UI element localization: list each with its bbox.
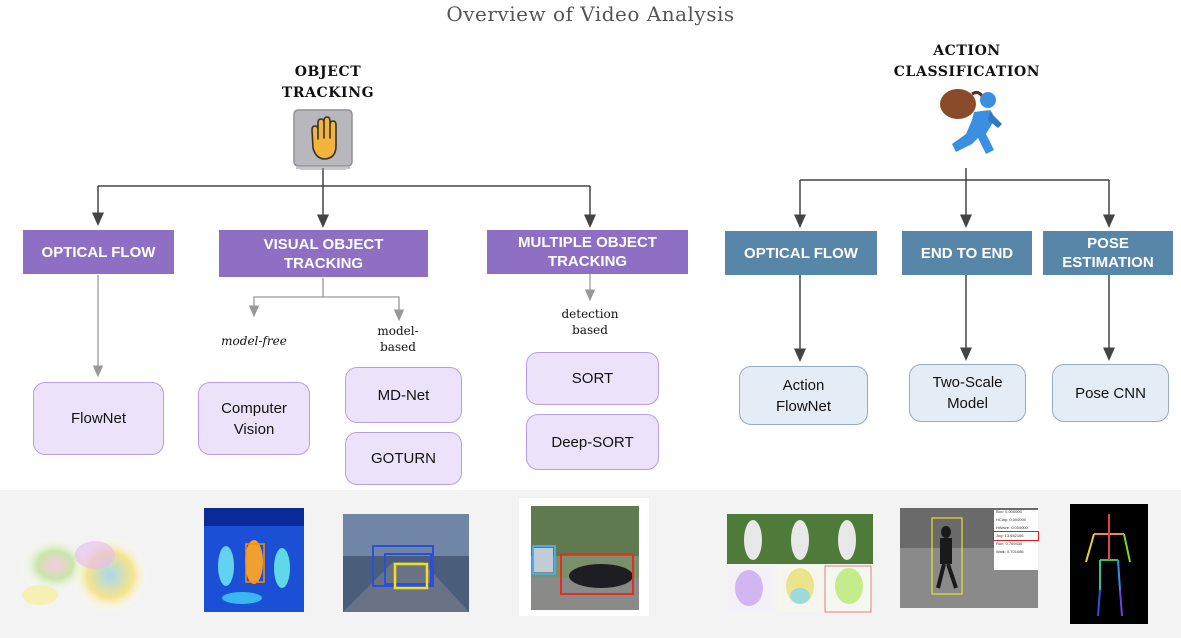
leaf-deep-sort: Deep-SORT	[526, 414, 659, 470]
sort-example-image	[519, 498, 649, 616]
header-visual-object-tracking: VISUAL OBJECT TRACKING	[219, 230, 428, 277]
action-flownet-example-image	[725, 514, 875, 614]
header-pose-estimation: POSE ESTIMATION	[1043, 231, 1173, 275]
flownet-example-image	[10, 520, 150, 620]
hand-icon	[292, 108, 354, 171]
action-scores-table: Box: 0.000000 HClap: 0.000000 HWave: 0.0…	[993, 508, 1039, 556]
header-end-to-end: END TO END	[902, 231, 1032, 275]
diagram-title: Overview of Video Analysis	[446, 2, 735, 26]
leaf-sort: SORT	[526, 352, 659, 405]
note-detection-based: detection based	[561, 307, 619, 337]
leaf-pose-cnn: Pose CNN	[1052, 364, 1169, 422]
header-optical-flow-tracking: OPTICAL FLOW	[23, 230, 174, 274]
action-classification-title: ACTION CLASSIFICATION	[893, 43, 1041, 80]
leaf-md-net: MD-Net	[345, 367, 462, 423]
street-tracking-example-image	[343, 514, 469, 612]
leaf-goturn: GOTURN	[345, 432, 462, 485]
header-optical-flow-action: OPTICAL FLOW	[725, 231, 877, 275]
note-model-free: model-free	[221, 334, 287, 348]
header-multiple-object-tracking: MULTIPLE OBJECT TRACKING	[487, 230, 688, 274]
note-model-based: model- based	[377, 324, 419, 354]
leaf-flownet: FlowNet	[33, 382, 164, 455]
object-tracking-title: OBJECT TRACKING	[281, 64, 375, 101]
two-scale-model-example-image: Box: 0.000000 HClap: 0.000000 HWave: 0.0…	[900, 508, 1039, 608]
leaf-two-scale-model: Two-Scale Model	[909, 364, 1026, 422]
person-carrying-sack-icon	[932, 84, 1008, 160]
leaf-computer-vision: Computer Vision	[198, 382, 310, 455]
computer-vision-example-image	[204, 508, 304, 612]
pose-cnn-example-image	[1070, 504, 1148, 624]
leaf-action-flownet: Action FlowNet	[739, 366, 868, 425]
